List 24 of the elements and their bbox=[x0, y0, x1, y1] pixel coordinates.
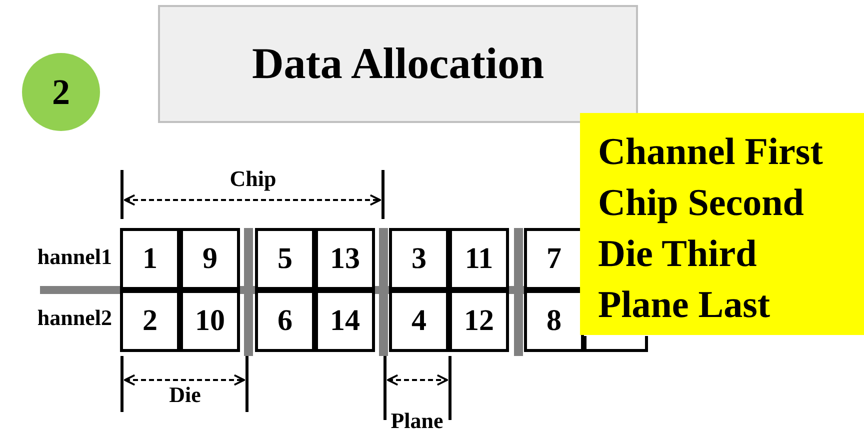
note-text: Die Third bbox=[598, 232, 758, 277]
plane-cell: 5 bbox=[255, 228, 315, 290]
plane-cell: 2 bbox=[120, 290, 180, 352]
plane-cell: 12 bbox=[449, 290, 509, 352]
plane-cell: 8 bbox=[524, 290, 584, 352]
plane-cell: 9 bbox=[180, 228, 240, 290]
plane-cell: 6 bbox=[255, 290, 315, 352]
channel-label: hannel2 bbox=[36, 307, 112, 329]
dimension-label: Chip bbox=[228, 168, 278, 190]
plane-cell: 14 bbox=[315, 290, 375, 352]
plane-cell: 13 bbox=[315, 228, 375, 290]
dimension-label: Die bbox=[168, 384, 202, 406]
plane-cell: 4 bbox=[389, 290, 449, 352]
plane-cell: 11 bbox=[449, 228, 509, 290]
note-text: Plane Last bbox=[598, 283, 772, 328]
plane-cell: 3 bbox=[389, 228, 449, 290]
note-text: Channel First bbox=[598, 130, 824, 175]
plane-cell: 1 bbox=[120, 228, 180, 290]
note-box bbox=[580, 113, 864, 335]
plane-cell: 10 bbox=[180, 290, 240, 352]
title: Data Allocation bbox=[252, 42, 544, 86]
note-text: Chip Second bbox=[598, 181, 805, 226]
channel-label: hannel1 bbox=[36, 246, 112, 268]
dimension-label: Plane bbox=[390, 410, 444, 432]
